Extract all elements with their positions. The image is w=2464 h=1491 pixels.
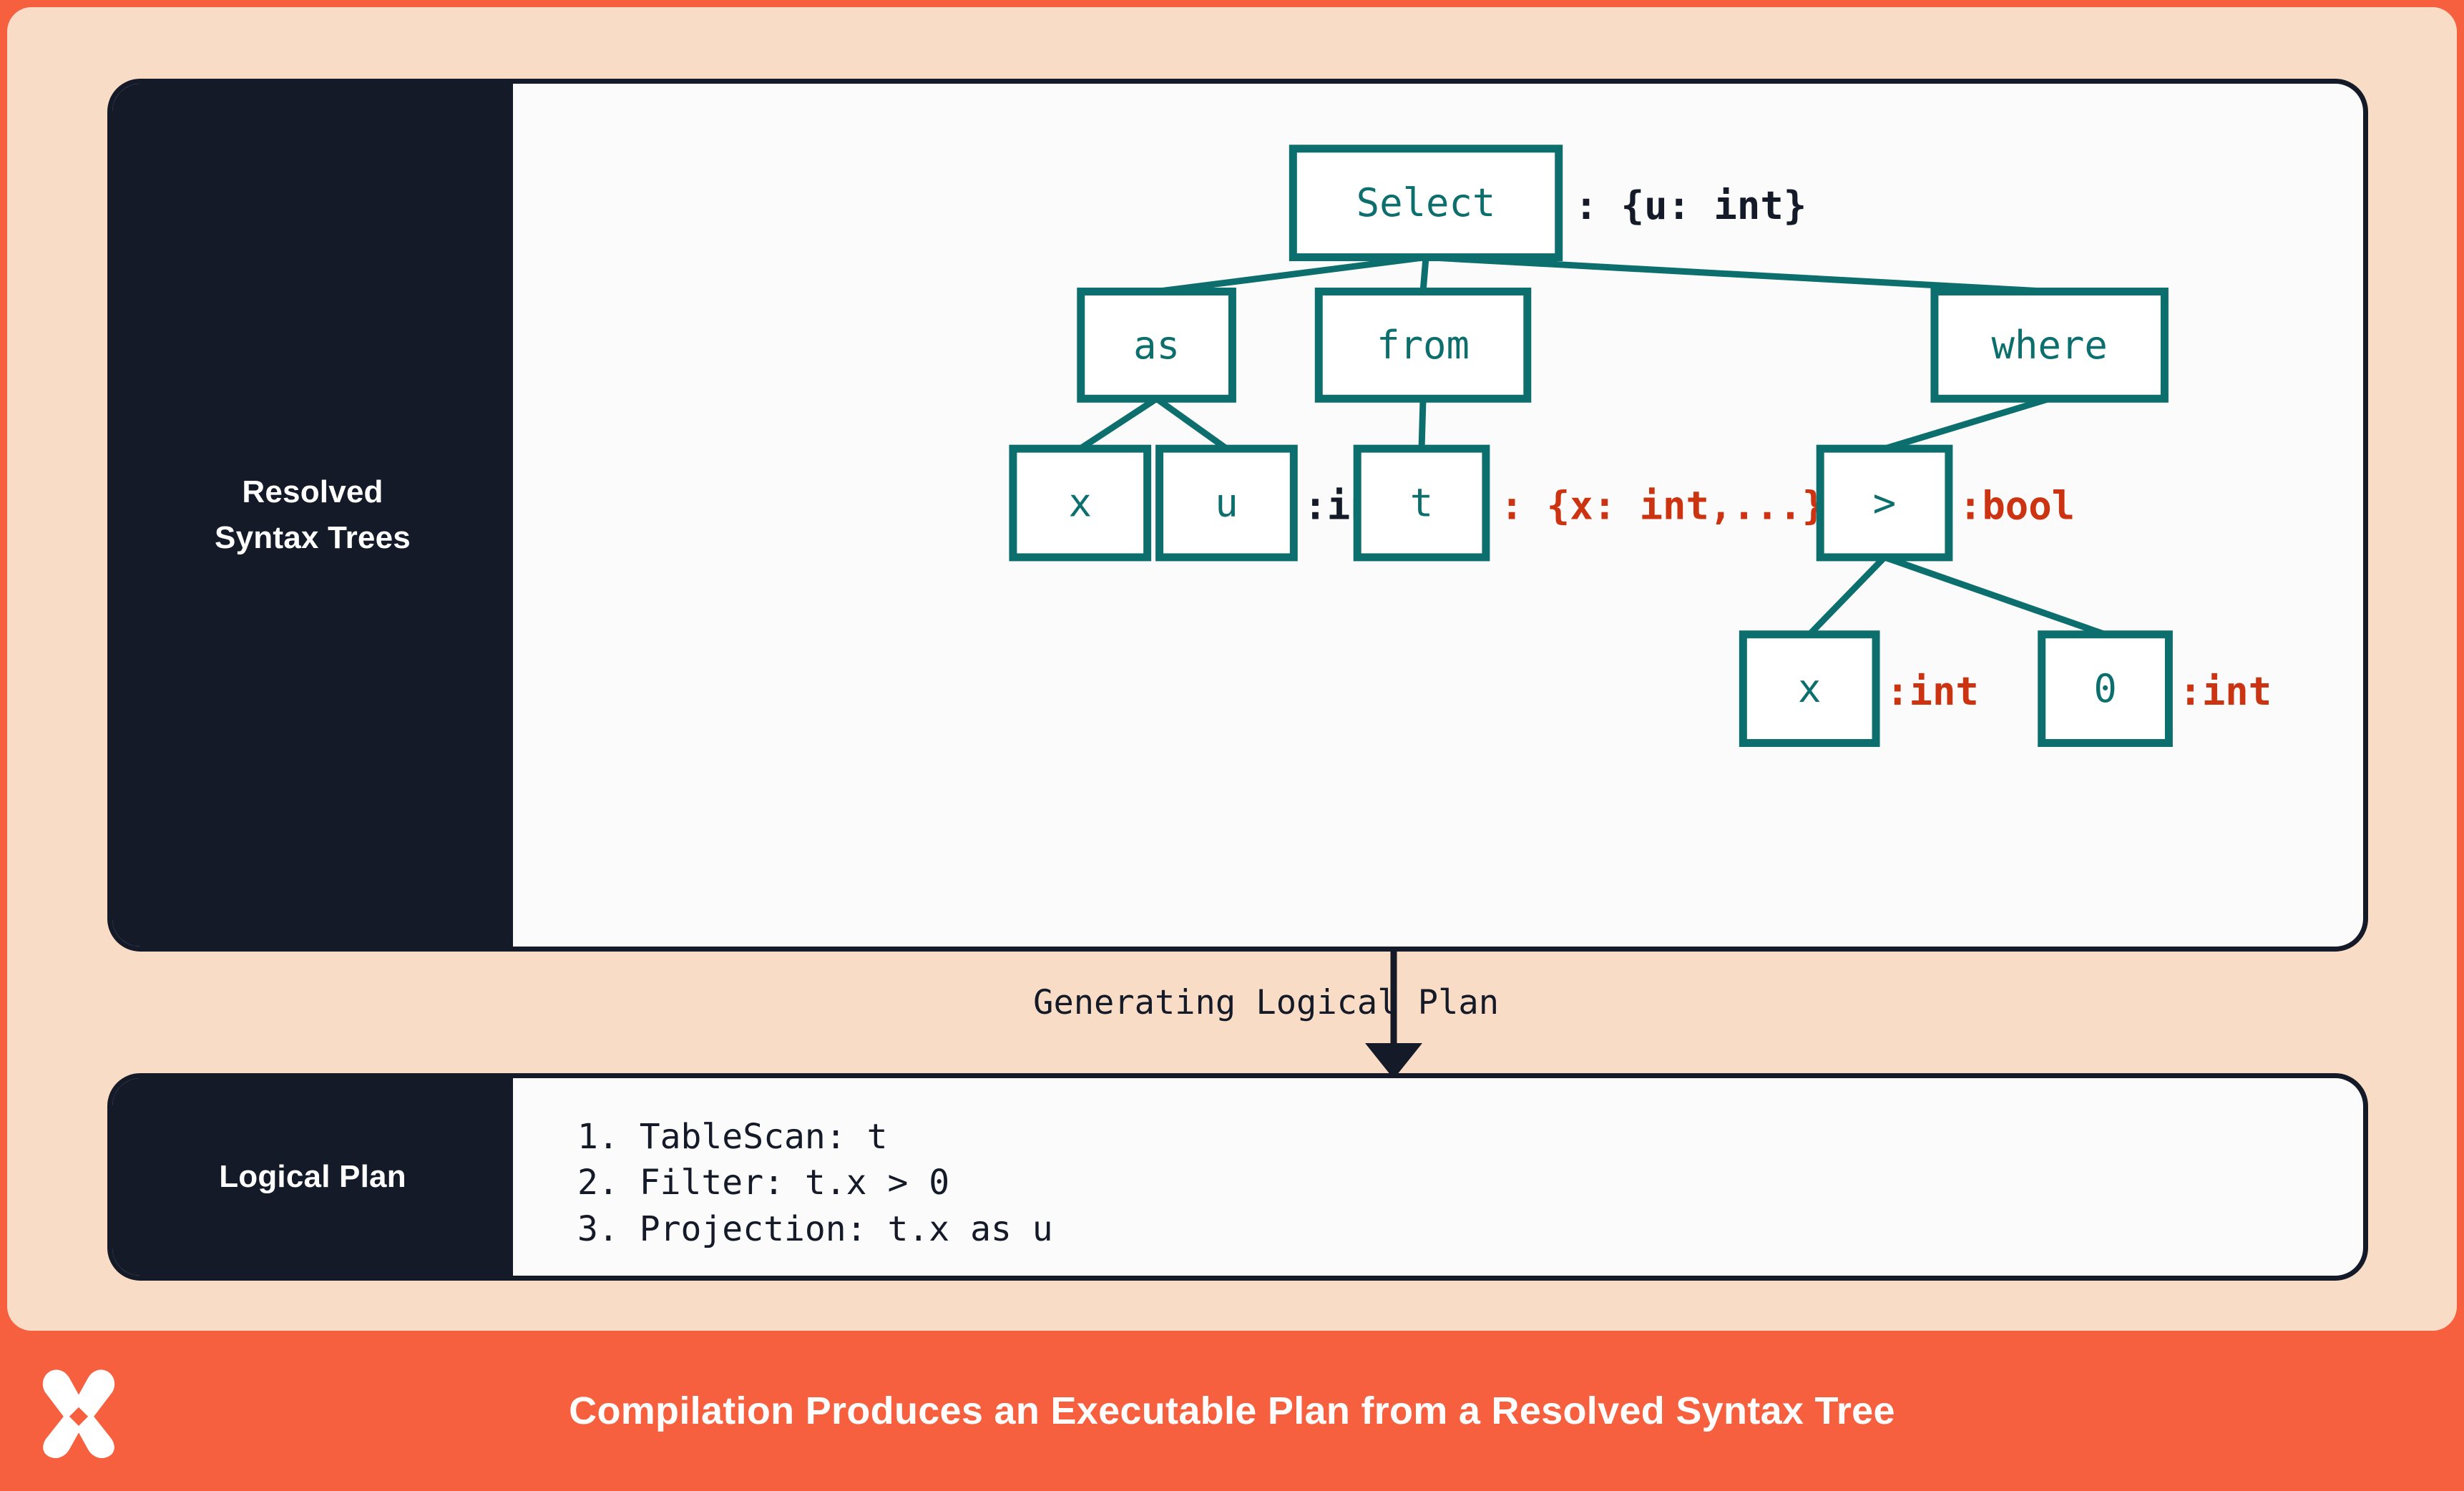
resolved-syntax-trees-panel: Resolved Syntax Trees Select : {u: int} as… [107, 79, 2368, 952]
tree-node-label: t [1410, 481, 1433, 526]
connector-arrow-svg [1365, 952, 1422, 1079]
syntax-tree-svg: Select : {u: int} as from where x :int u :int t : … [1009, 145, 2272, 747]
tree-node-zero[interactable]: 0 :int [2038, 630, 2272, 747]
tree-node-box [2038, 630, 2173, 747]
tree-node-from[interactable]: from [1314, 287, 1532, 403]
tree-node-group: Select : {u: int} as from where x :int u :int t : … [1009, 145, 2272, 747]
tree-node-type-annotation: : {u: int} [1575, 183, 1807, 228]
tree-node-box [1314, 287, 1532, 403]
tree-node-label: x [1069, 481, 1092, 526]
resolved-syntax-trees-side-label: Resolved Syntax Trees [112, 84, 513, 947]
tree-node-gt[interactable]: > :bool [1816, 444, 2075, 562]
logical-plan-step: 3. Projection: t.x as u [577, 1208, 1053, 1249]
tree-node-x1[interactable]: x:int [1009, 444, 1251, 562]
logical-plan-panel: Logical Plan 1. TableScan: t 2. Filter: t… [107, 1073, 2368, 1281]
tree-node-box [1930, 287, 2169, 403]
tree-node-label: 0 [2093, 666, 2116, 711]
tree-edge [1425, 254, 2050, 295]
tree-node-box [1353, 444, 1490, 562]
tree-node-label: > [1873, 481, 1896, 526]
tree-edge [1154, 396, 1229, 451]
tree-edge-group [1078, 254, 2107, 637]
arrow-head-icon [1365, 1043, 1422, 1079]
tree-node-box [1009, 444, 1152, 562]
tree-node-box [1155, 444, 1298, 562]
tree-edge [1419, 257, 1429, 292]
tree-edge [1078, 396, 1159, 451]
logical-plan-side-label: Logical Plan [112, 1078, 513, 1276]
tree-node-select[interactable]: Select : {u: int} [1289, 145, 1807, 262]
tree-node-type-annotation: :bool [1959, 484, 2075, 529]
peach-canvas: Resolved Syntax Trees Select : {u: int} as… [7, 7, 2457, 1331]
x-logo-icon [42, 1369, 115, 1458]
tree-node-label: Select [1356, 180, 1496, 225]
tree-node-box [1739, 630, 1880, 747]
tree-edge [1883, 395, 2050, 452]
generating-logical-plan-connector: Generating Logical Plan [107, 952, 2368, 1079]
tree-node-label: where [1992, 323, 2108, 368]
tree-node-box [1077, 287, 1236, 403]
tree-edge [1807, 554, 1887, 637]
footer-bar: Compilation Produces an Executable Plan … [0, 1331, 2464, 1491]
logical-plan-step: 1. TableScan: t [577, 1117, 888, 1157]
tree-node-label: u [1215, 481, 1238, 526]
tree-edge [1418, 399, 1427, 449]
tree-node-x2[interactable]: x :int [1739, 630, 1979, 747]
tree-node-label: x [1798, 666, 1821, 711]
logical-plan-step-list: 1. TableScan: t 2. Filter: t.x > 0 3. Proj… [577, 1114, 1053, 1252]
tree-node-type-annotation: : {x: int,...} [1500, 484, 1825, 529]
tree-node-as[interactable]: as [1077, 287, 1236, 403]
tree-node-label: as [1133, 323, 1180, 368]
resolved-syntax-trees-title: Resolved Syntax Trees [215, 474, 411, 555]
tree-edge [1156, 254, 1427, 295]
tree-edge [1883, 554, 2107, 637]
tree-node-label: from [1377, 323, 1470, 368]
tree-node-type-annotation: :int [2179, 669, 2272, 714]
logical-plan-step: 2. Filter: t.x > 0 [577, 1163, 950, 1203]
tree-node-box [1816, 444, 1953, 562]
tree-node-type-annotation: :int [1886, 669, 1979, 714]
tree-node-t[interactable]: t : {x: int,...} [1353, 444, 1825, 562]
logical-plan-body: 1. TableScan: t 2. Filter: t.x > 0 3. Proj… [513, 1078, 2363, 1276]
tree-node-box [1289, 145, 1563, 262]
syntax-tree-canvas: Select : {u: int} as from where x :int u :int t : … [513, 84, 2363, 947]
logical-plan-title: Logical Plan [219, 1159, 406, 1195]
tree-node-where[interactable]: where [1930, 287, 2169, 403]
connector-label: Generating Logical Plan [1033, 983, 1499, 1022]
footer-caption: Compilation Produces an Executable Plan … [569, 1389, 1895, 1432]
